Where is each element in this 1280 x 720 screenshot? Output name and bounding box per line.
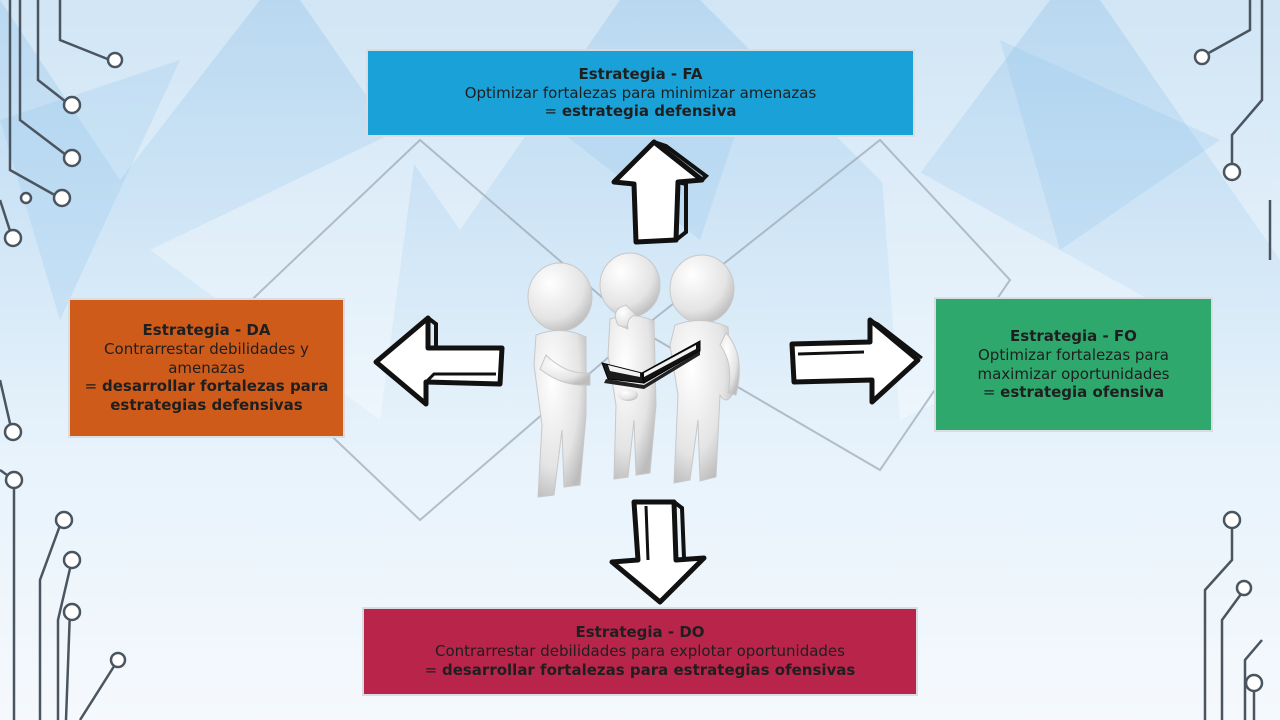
people-reading-book-icon: [527, 252, 740, 498]
strategy-fa-result-line: = estrategia defensiva: [545, 102, 737, 121]
strategy-do-result-line: = desarrollar fortalezas para estrategia…: [425, 661, 856, 680]
strategy-box-fa: Estrategia - FA Optimizar fortalezas par…: [366, 49, 915, 137]
strategy-fo-title: Estrategia - FO: [1010, 327, 1137, 345]
book-icon: [601, 340, 701, 389]
strategy-da-title: Estrategia - DA: [142, 321, 271, 340]
strategy-da-result-line: = desarrollar fortalezas para estrategia…: [80, 377, 333, 415]
strategy-fo-result-line: = estrategia ofensiva: [983, 383, 1164, 402]
arrow-right-icon: [789, 317, 923, 405]
strategy-fa-result: estrategia defensiva: [561, 102, 737, 121]
strategy-da-result-prefix: =: [84, 377, 98, 396]
strategy-fa-title: Estrategia - FA: [578, 64, 703, 83]
strategy-fa-result-prefix: =: [544, 102, 558, 121]
strategy-da-description: Contrarrestar debilidades y amenazas: [104, 339, 309, 377]
strategy-do-result: desarrollar fortalezas para estrategias …: [441, 660, 856, 679]
strategy-box-da: Estrategia - DA Contrarrestar debilidade…: [68, 298, 345, 438]
strategy-do-title: Estrategia - DO: [575, 623, 705, 642]
arrow-left-icon: [373, 315, 505, 407]
strategy-box-do: Estrategia - DO Contrarrestar debilidade…: [362, 607, 918, 696]
strategy-do-result-prefix: =: [424, 660, 438, 679]
strategy-fo-result: estrategia ofensiva: [1000, 383, 1165, 402]
arrow-down-icon: [609, 499, 707, 605]
strategy-fo-description: Optimizar fortalezas para maximizar opor…: [977, 345, 1170, 383]
strategy-do-description: Contrarrestar debilidades para explotar …: [435, 642, 845, 661]
arrow-up-icon: [611, 139, 710, 245]
strategy-da-result: desarrollar fortalezas para estrategias …: [102, 377, 329, 415]
strategy-box-fo: Estrategia - FO Optimizar fortalezas par…: [934, 297, 1213, 432]
strategy-fa-description: Optimizar fortalezas para minimizar amen…: [464, 83, 817, 102]
strategy-fo-result-prefix: =: [982, 383, 996, 402]
